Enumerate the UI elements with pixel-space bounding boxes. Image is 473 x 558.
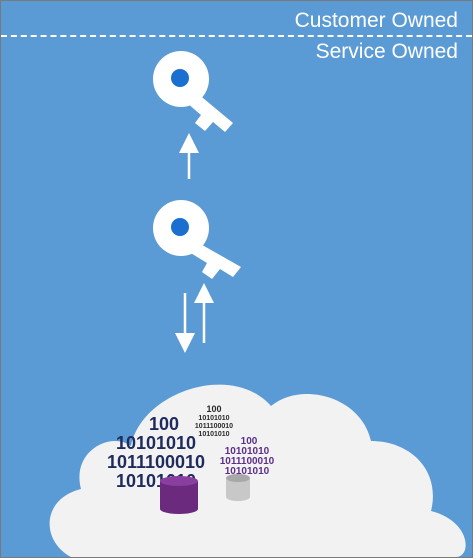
database-icon xyxy=(160,476,198,514)
cloud-icon xyxy=(49,384,466,557)
svg-text:10101010: 10101010 xyxy=(198,415,229,422)
svg-text:1011100010: 1011100010 xyxy=(220,456,275,467)
svg-text:10101010: 10101010 xyxy=(225,446,270,457)
key-icon xyxy=(153,200,241,279)
binary-data-purple: 100 10101010 1011100010 10101010 xyxy=(220,436,275,477)
svg-text:10101010: 10101010 xyxy=(116,433,196,453)
key-icon xyxy=(153,51,233,132)
svg-text:100: 100 xyxy=(149,414,179,434)
ownership-boundary-line xyxy=(1,35,472,37)
key-hole xyxy=(171,69,189,87)
svg-text:100: 100 xyxy=(241,436,258,447)
binary-data-small: 100 10101010 1011100010 10101010 xyxy=(195,404,233,438)
svg-text:1011100010: 1011100010 xyxy=(107,452,205,472)
svg-text:100: 100 xyxy=(206,404,221,414)
svg-text:1011100010: 1011100010 xyxy=(195,423,233,430)
key-hole xyxy=(171,218,189,236)
svg-text:10101010: 10101010 xyxy=(225,466,270,477)
service-owned-label: Service Owned xyxy=(315,40,458,63)
svg-text:10101010: 10101010 xyxy=(198,431,229,438)
database-icon xyxy=(226,474,250,501)
customer-owned-label: Customer Owned xyxy=(294,9,458,32)
